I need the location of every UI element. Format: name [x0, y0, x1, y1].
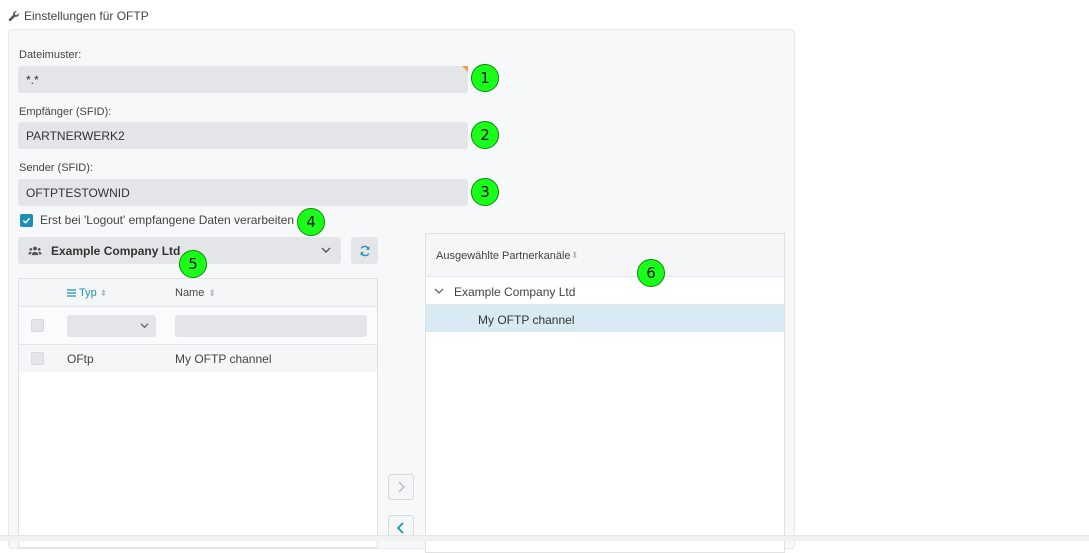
callout-badge-4: 4: [297, 208, 325, 236]
move-right-button[interactable]: [388, 474, 414, 500]
sender-input[interactable]: OFTPTESTOWNID: [18, 179, 468, 206]
row-name: My OFTP channel: [175, 352, 272, 366]
file-pattern-label: Dateimuster:: [19, 49, 82, 61]
sender-label: Sender (SFID):: [19, 162, 93, 174]
chevron-down-icon: [434, 288, 444, 294]
callout-badge-1: 1: [471, 64, 499, 92]
chevron-right-icon: [398, 481, 405, 493]
row-typ: OFtp: [67, 352, 94, 366]
receiver-input[interactable]: PARTNERWERK2: [18, 122, 468, 149]
group-label: Example Company Ltd: [454, 285, 576, 299]
group-row[interactable]: Example Company Ltd: [426, 277, 784, 305]
company-select-value: Example Company Ltd: [51, 243, 181, 258]
selected-channels-header[interactable]: Ausgewählte Partnerkanäle ⬍: [426, 234, 784, 277]
page-header: Einstellungen für OFTP: [8, 9, 149, 23]
filter-row: [19, 307, 377, 345]
bottom-bar: [0, 535, 1089, 541]
callout-badge-6: 6: [637, 259, 665, 287]
column-typ[interactable]: Typ ⬍: [67, 287, 107, 299]
page-title: Einstellungen für OFTP: [24, 9, 149, 23]
callout-badge-5: 5: [179, 250, 207, 278]
chevron-down-icon: [140, 323, 149, 329]
filter-list-icon: [67, 289, 76, 297]
sort-icon: ⬍: [99, 287, 108, 298]
logout-checkbox-label: Erst bei 'Logout' empfangene Daten verar…: [40, 213, 295, 227]
receiver-label: Empfänger (SFID):: [19, 106, 112, 118]
list-item-label: My OFTP channel: [478, 313, 575, 327]
row-checkbox[interactable]: [31, 352, 44, 365]
channel-table: Typ ⬍ Name ⬍ OFtp My OFTP channel: [18, 278, 378, 548]
file-pattern-input[interactable]: *.*: [18, 66, 468, 93]
refresh-icon: [359, 245, 370, 256]
sort-icon: ⬍: [571, 250, 579, 260]
logout-checkbox[interactable]: [20, 213, 33, 227]
chevron-down-icon: [321, 247, 331, 253]
name-filter-input[interactable]: [175, 315, 367, 337]
logout-checkbox-row[interactable]: Erst bei 'Logout' empfangene Daten verar…: [20, 213, 294, 227]
column-typ-label: Typ: [79, 287, 97, 299]
selected-channels-table: Ausgewählte Partnerkanäle ⬍ Example Comp…: [425, 233, 785, 553]
callout-badge-2: 2: [471, 121, 499, 149]
table-row[interactable]: OFtp My OFTP channel: [19, 345, 377, 372]
column-name[interactable]: Name ⬍: [175, 287, 216, 299]
list-item[interactable]: My OFTP channel: [426, 305, 784, 332]
callout-badge-3: 3: [471, 178, 499, 206]
users-icon: [28, 246, 42, 255]
sort-icon: ⬍: [208, 287, 216, 298]
chevron-left-icon: [397, 522, 404, 534]
channel-table-header: Typ ⬍ Name ⬍: [19, 279, 377, 307]
typ-filter-select[interactable]: [67, 315, 156, 337]
select-all-checkbox[interactable]: [31, 319, 44, 332]
check-icon: [22, 217, 31, 224]
column-name-label: Name: [175, 287, 205, 299]
refresh-button[interactable]: [351, 237, 378, 264]
selected-channels-title: Ausgewählte Partnerkanäle: [436, 250, 571, 262]
wrench-icon: [8, 11, 19, 22]
